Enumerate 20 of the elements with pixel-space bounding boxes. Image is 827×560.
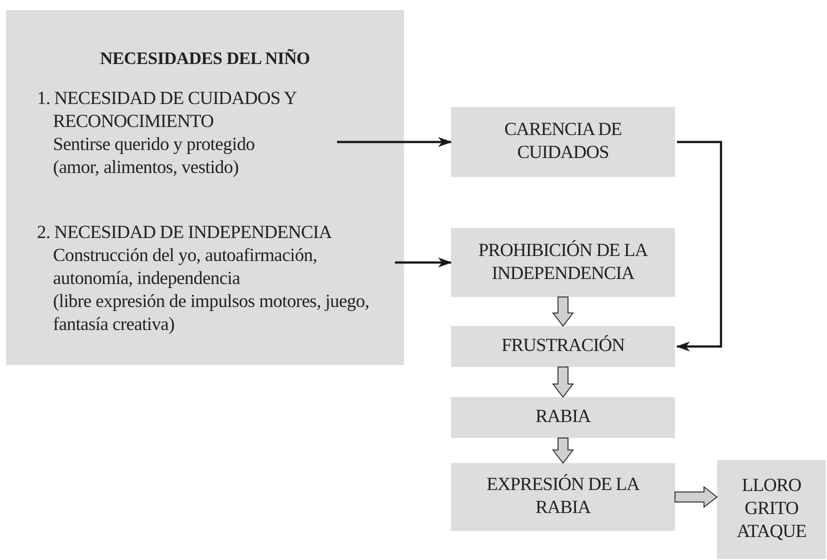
arrow	[395, 258, 452, 268]
arrow	[676, 140, 722, 352]
need-heading: 1. NECESIDAD DE CUIDADOS Y RECONOCIMIENTO	[37, 88, 298, 134]
block-arrow	[552, 366, 574, 398]
process-box: EXPRESIÓN DE LA RABIA	[451, 463, 675, 531]
need-heading: 2. NECESIDAD DE INDEPENDENCIA	[37, 222, 333, 245]
arrow	[337, 137, 452, 147]
process-box: RABIA	[451, 397, 675, 438]
process-box: LLORO GRITO ATAQUE	[717, 460, 826, 559]
block-arrow	[674, 486, 718, 508]
need-description: Sentirse querido y protegido	[53, 134, 256, 157]
block-arrow	[552, 438, 574, 464]
block-arrow	[552, 296, 574, 327]
need-description: (amor, alimentos, vestido)	[53, 157, 240, 180]
need-description: Construcción del yo, autoafirmación, autonomía, independencia	[53, 245, 318, 291]
need-description: (libre expresión de impulsos motores, juego, fantasía creativa)	[53, 291, 370, 337]
process-box: PROHIBICIÓN DE LA INDEPENDENCIA	[451, 228, 675, 297]
process-box: FRUSTRACIÓN	[451, 326, 675, 367]
panel-title: NECESIDADES DEL NIÑO	[99, 48, 311, 69]
process-box: CARENCIA DE CUIDADOS	[451, 107, 675, 177]
